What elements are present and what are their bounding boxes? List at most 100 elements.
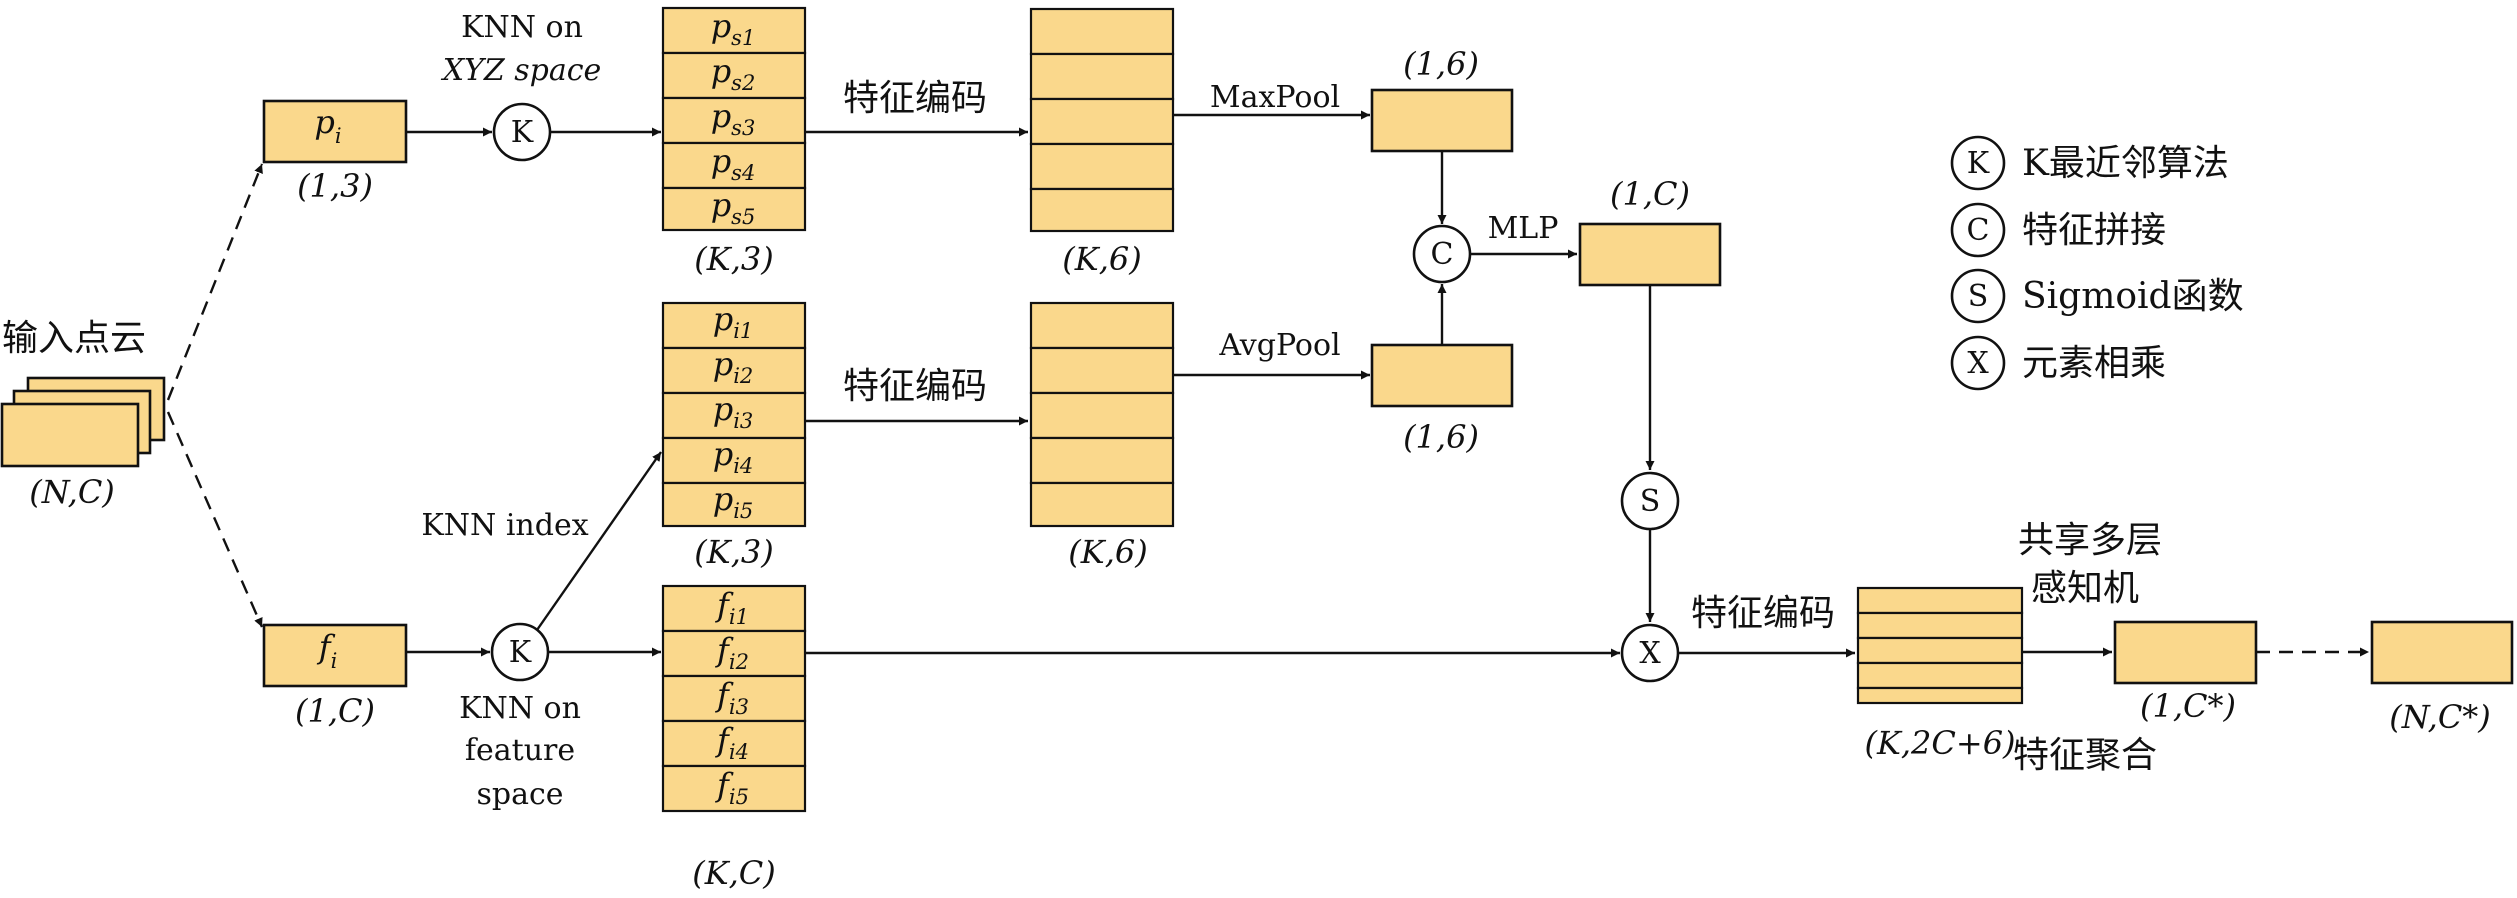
pi-label: pi5 bbox=[713, 480, 754, 523]
encoded-mid-cell bbox=[1029, 346, 1175, 395]
knn-xyz-label-line1: KNN on bbox=[461, 10, 583, 45]
knn-op-symbol-bottom: K bbox=[509, 635, 532, 670]
knn-feature-label-line1: KNN on bbox=[459, 691, 581, 726]
ps-stack bbox=[661, 6, 807, 232]
legend-concat-icon bbox=[1950, 202, 2006, 258]
encoded-top-cell bbox=[1029, 142, 1175, 191]
ps-label: ps5 bbox=[711, 186, 756, 229]
point-pi-dims: (1,3) bbox=[297, 167, 373, 205]
fi-cell bbox=[661, 584, 807, 633]
pi-label: pi3 bbox=[713, 390, 754, 433]
ps-label: ps1 bbox=[711, 7, 756, 50]
ps-cell bbox=[661, 186, 807, 232]
mlp-box bbox=[1578, 222, 1722, 287]
pi-cell bbox=[661, 301, 807, 350]
encoded-mid-stack bbox=[1029, 301, 1175, 528]
legend-concat-symbol: C bbox=[1967, 213, 1990, 248]
ps-cell bbox=[661, 51, 807, 100]
point-pi-box bbox=[262, 99, 408, 164]
avgpool-label: AvgPool bbox=[1218, 328, 1340, 363]
point-pi-var: pi bbox=[314, 103, 341, 148]
legend-knn-symbol: K bbox=[1967, 146, 1990, 181]
shared-mlp-label-line1: 共享多层 bbox=[2018, 520, 2162, 561]
split-arrow-bottom bbox=[166, 411, 264, 628]
pi-cell bbox=[661, 391, 807, 440]
legend-multiply-symbol: X bbox=[1967, 346, 1989, 381]
input-dims: (N,C) bbox=[29, 473, 115, 511]
pi-dims: (K,3) bbox=[694, 533, 773, 571]
ps-cell bbox=[661, 96, 807, 145]
legend: K K最近邻算法 C 特征拼接 S Sigmoid函数 X 元素相乘 bbox=[1950, 135, 2244, 391]
pi-stack bbox=[661, 301, 807, 528]
ps-label: ps2 bbox=[711, 52, 756, 95]
legend-sigmoid-icon bbox=[1950, 268, 2006, 324]
legend-knn-icon bbox=[1950, 135, 2006, 191]
pi-cell bbox=[661, 436, 807, 485]
sigmoid-op-symbol: S bbox=[1640, 484, 1661, 519]
encoded-mid-cell bbox=[1029, 391, 1175, 440]
encoded-top-cell bbox=[1029, 187, 1175, 233]
output-dims: (N,C*) bbox=[2389, 698, 2491, 736]
aggregate-dims: (1,C*) bbox=[2140, 687, 2236, 725]
knn-index-label: KNN index bbox=[421, 508, 588, 543]
encoded-top-dims: (K,6) bbox=[1062, 240, 1141, 278]
pi-label: pi4 bbox=[713, 435, 754, 478]
avgpool-dims: (1,6) bbox=[1403, 418, 1479, 456]
pi-label: pi2 bbox=[713, 345, 754, 388]
multiply-op-symbol: X bbox=[1639, 636, 1661, 671]
knn-op-symbol-top: K bbox=[511, 115, 534, 150]
encoded-final-dims: (K,2C+6) bbox=[1864, 724, 2015, 762]
encoded-mid-cell bbox=[1029, 481, 1175, 528]
legend-knn-text: K最近邻算法 bbox=[2022, 143, 2229, 184]
legend-multiply-text: 元素相乘 bbox=[2022, 343, 2166, 384]
encoded-mid-dims: (K,6) bbox=[1068, 533, 1147, 571]
shared-mlp-label-line2: 感知机 bbox=[2031, 568, 2139, 609]
encoded-top-stack bbox=[1029, 7, 1175, 233]
ps-label: ps3 bbox=[711, 97, 756, 140]
arrow-knn-index bbox=[536, 451, 662, 631]
encoded-final-cell bbox=[1856, 661, 2024, 690]
encoded-final-cell bbox=[1856, 586, 2024, 615]
point-fi-box bbox=[262, 623, 408, 688]
concat-op-symbol: C bbox=[1431, 237, 1454, 272]
mlp-dims: (1,C) bbox=[1610, 175, 1690, 213]
aggregate-box bbox=[2113, 620, 2258, 685]
legend-multiply-icon bbox=[1950, 335, 2006, 391]
knn-xyz-label-line2: XYZ space bbox=[441, 53, 602, 88]
split-arrow-top bbox=[166, 163, 264, 401]
fi-cell bbox=[661, 764, 807, 813]
point-fi-dims: (1,C) bbox=[295, 692, 375, 730]
pi-cell bbox=[661, 481, 807, 528]
fi-dims: (K,C) bbox=[692, 854, 776, 892]
avgpool-box bbox=[1370, 343, 1514, 408]
ps-cell bbox=[661, 141, 807, 190]
encoded-final-cell bbox=[1856, 636, 2024, 665]
output-box bbox=[2370, 620, 2514, 685]
encoded-mid-cell bbox=[1029, 301, 1175, 350]
encode-label-top: 特征编码 bbox=[843, 78, 987, 119]
mlp-label: MLP bbox=[1488, 211, 1559, 246]
aggregate-label: 特征聚合 bbox=[2013, 735, 2157, 776]
pi-label: pi1 bbox=[713, 300, 754, 343]
maxpool-label: MaxPool bbox=[1210, 80, 1340, 115]
maxpool-dims: (1,6) bbox=[1403, 45, 1479, 83]
encoded-top-cell bbox=[1029, 97, 1175, 146]
input-title: 输入点云 bbox=[2, 318, 146, 359]
legend-sigmoid-text: Sigmoid函数 bbox=[2022, 276, 2244, 317]
encoded-final-stack bbox=[1856, 586, 2024, 705]
pi-cell bbox=[661, 346, 807, 395]
encoded-top-cell bbox=[1029, 52, 1175, 101]
legend-concat-text: 特征拼接 bbox=[2022, 210, 2166, 251]
maxpool-box bbox=[1370, 88, 1514, 153]
encoded-top-cell bbox=[1029, 7, 1175, 56]
encode-label-bottom: 特征编码 bbox=[1691, 593, 1835, 634]
encode-label-mid: 特征编码 bbox=[843, 366, 987, 407]
fi-stack bbox=[661, 584, 807, 813]
encoded-final-cell bbox=[1856, 686, 2024, 705]
encoded-mid-cell bbox=[1029, 436, 1175, 485]
encoded-final-cell bbox=[1856, 611, 2024, 640]
legend-sigmoid-symbol: S bbox=[1968, 279, 1989, 314]
knn-feature-label-line3: space bbox=[476, 777, 563, 812]
ps-dims: (K,3) bbox=[694, 240, 773, 278]
